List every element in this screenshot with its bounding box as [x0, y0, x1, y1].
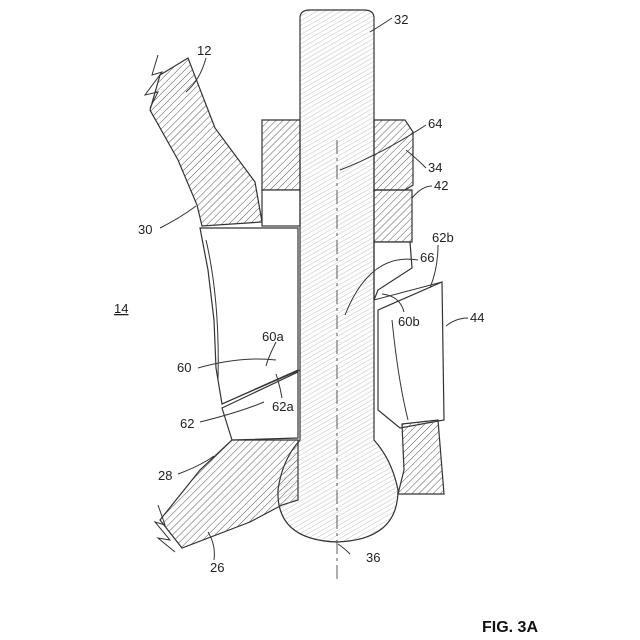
nut-34: [262, 120, 300, 190]
label-62b: 62b: [432, 230, 454, 245]
label-12: 12: [197, 43, 211, 58]
wedge-44-outer: [378, 282, 444, 428]
label-28: 28: [158, 468, 172, 483]
label-30: 30: [138, 222, 152, 237]
leader-36: [338, 544, 350, 554]
label-60a: 60a: [262, 329, 284, 344]
nut-34-right: [374, 120, 413, 190]
leader-44: [446, 318, 468, 326]
upper-body-part: [150, 58, 262, 226]
leader-42: [412, 186, 432, 198]
label-62: 62: [180, 416, 194, 431]
label-42: 42: [434, 178, 448, 193]
label-60: 60: [177, 360, 191, 375]
washer: [262, 190, 300, 226]
label-44: 44: [470, 310, 484, 325]
lower-body-part: [160, 440, 298, 548]
label-32: 32: [394, 12, 408, 27]
label-60b: 60b: [398, 314, 420, 329]
label-62a: 62a: [272, 399, 294, 414]
figure-caption: FIG. 3A: [482, 619, 538, 636]
bottom-right-block: [398, 420, 444, 494]
block-42: [374, 190, 412, 242]
label-26: 26: [210, 560, 224, 575]
leader-30: [160, 206, 196, 228]
label-64: 64: [428, 116, 442, 131]
label-36: 36: [366, 550, 380, 565]
label-14: 14: [114, 301, 128, 316]
label-34: 34: [428, 160, 442, 175]
label-66: 66: [420, 250, 434, 265]
